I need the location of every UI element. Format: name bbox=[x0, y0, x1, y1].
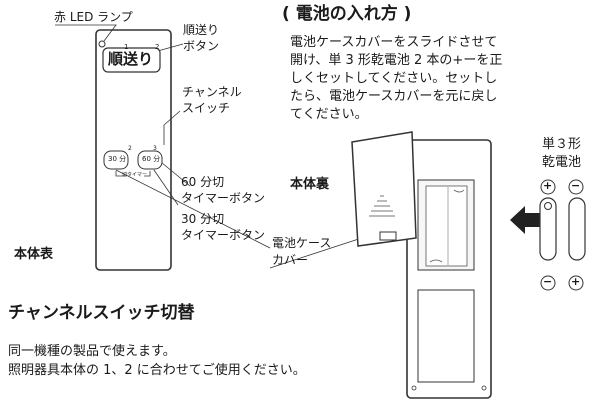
lower-panel bbox=[417, 289, 475, 383]
timer60-label-line2: タイマーボタン bbox=[181, 191, 266, 205]
battery-heading: ( 電池の入れ方 ) bbox=[282, 4, 412, 24]
timer30-button-shape bbox=[103, 150, 129, 170]
advance-button[interactable]: 順送り bbox=[108, 50, 154, 68]
minus-sign-top-right: − bbox=[571, 179, 581, 192]
plus-sign-top-left: + bbox=[543, 179, 553, 192]
minus-sign-bottom-left: − bbox=[543, 275, 553, 288]
channel-heading: チャンネルスイッチ切替 bbox=[8, 303, 195, 323]
channel-line-1: 同一機種の製品で使えます。 bbox=[8, 344, 176, 359]
instruction-line-4: たら、電池ケースカバーを元に戻し bbox=[290, 89, 498, 104]
timer-mark-3: 3 bbox=[153, 145, 157, 152]
timer30-label-line1: 30 分切 bbox=[181, 212, 225, 226]
instruction-line-3: しくセットしてください。セットし bbox=[290, 71, 498, 86]
ch-mark-1: 1 bbox=[124, 43, 129, 51]
advance-button-shape bbox=[102, 47, 161, 73]
insert-arrow-icon bbox=[510, 206, 541, 234]
battery-type-line1: 単３形 bbox=[542, 137, 582, 152]
timer60-label-line1: 60 分切 bbox=[181, 175, 225, 189]
cover-label-line2: カバー bbox=[272, 253, 309, 267]
cover-grip bbox=[369, 195, 395, 217]
timer-caption: 切タイマー bbox=[122, 172, 148, 178]
timer30-label-line2: タイマーボタン bbox=[181, 228, 266, 242]
battery-type-line2: 乾電池 bbox=[542, 155, 582, 170]
battery-cells bbox=[539, 197, 586, 261]
channel-line-2: 照明器具本体の 1、2 に合わせてご使用ください。 bbox=[8, 363, 306, 378]
timer-bracket bbox=[115, 171, 126, 177]
timer60-button-shape bbox=[137, 150, 163, 170]
led-lamp bbox=[98, 40, 106, 48]
remote-front-body bbox=[95, 29, 172, 271]
instruction-line-5: てください。 bbox=[290, 107, 368, 122]
advance-label-line1: 順送り bbox=[183, 23, 220, 37]
timer30-button[interactable]: 30 分 bbox=[108, 155, 127, 163]
ch-mark-2: 2 bbox=[155, 43, 160, 51]
timer60-button[interactable]: 60 分 bbox=[142, 155, 161, 163]
plus-sign-bottom-right: + bbox=[571, 275, 581, 288]
timer-mark-2: 2 bbox=[128, 145, 132, 152]
channel-label-line1: チャンネル bbox=[182, 85, 242, 99]
battery-cover-shape bbox=[351, 131, 417, 247]
advance-label-line2: ボタン bbox=[183, 39, 220, 53]
instruction-line-2: 開け、単 3 形乾電池 2 本の+ーを正 bbox=[290, 53, 503, 68]
body-front-label: 本体表 bbox=[14, 247, 54, 262]
polarity-circles bbox=[540, 179, 584, 291]
channel-label-line2: スイッチ bbox=[182, 101, 231, 115]
cover-label-line1: 電池ケース bbox=[272, 236, 332, 250]
instruction-line-1: 電池ケースカバーをスライドさせて bbox=[290, 35, 498, 50]
body-back-label: 本体裏 bbox=[290, 177, 330, 192]
led-label: 赤 LED ランプ bbox=[54, 10, 133, 24]
